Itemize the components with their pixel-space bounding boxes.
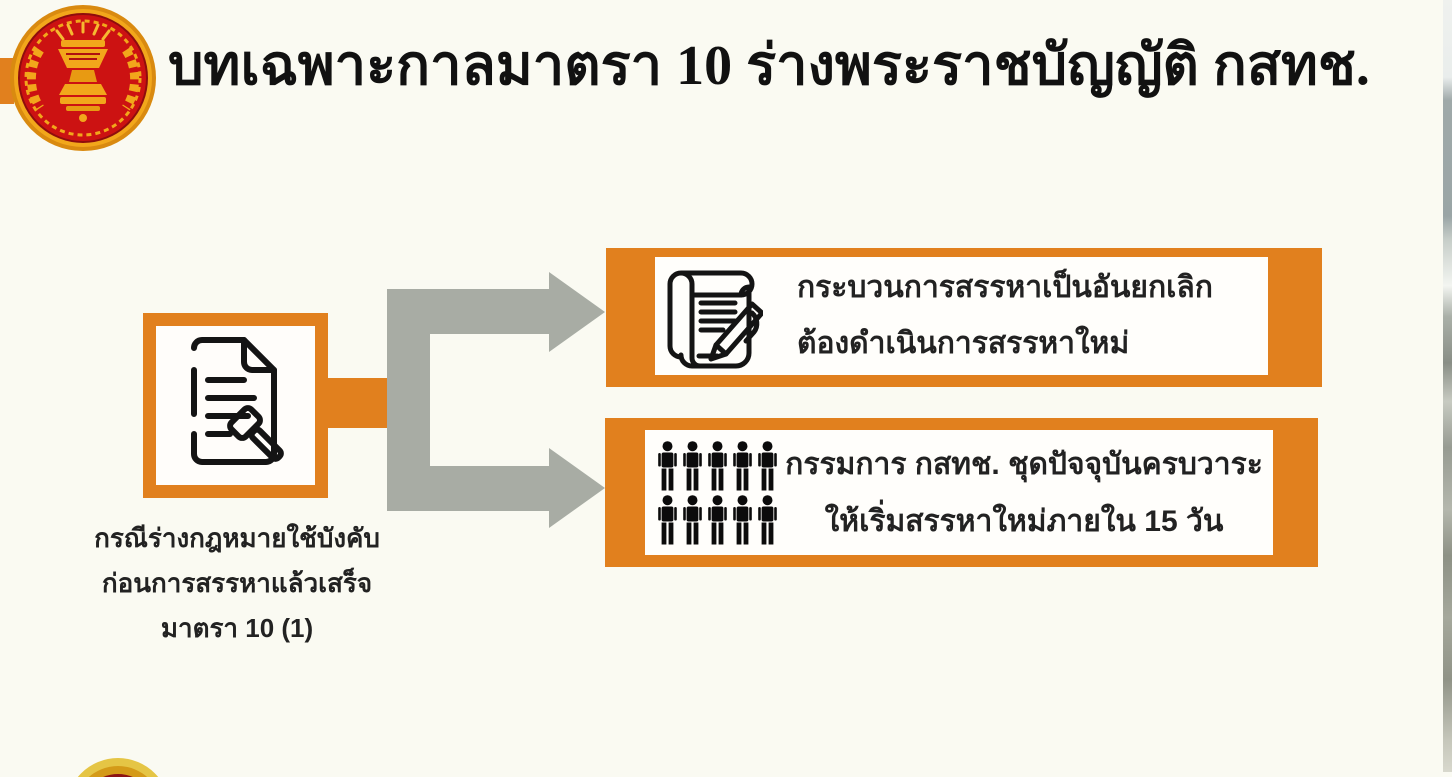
person-icon: [732, 441, 753, 491]
people-grid: [657, 441, 779, 545]
person-icon: [682, 441, 703, 491]
person-icon: [682, 495, 703, 545]
notepad-pen-icon: [659, 263, 765, 369]
outcome-committee-text: กรรมการ กสทช. ชุดปัจจุบันครบวาระ ให้เริ่…: [785, 436, 1263, 550]
source-caption-line: กรณีร่างกฎหมายใช้บังคับ: [94, 523, 380, 553]
outcome-committee-line2: ให้เริ่มสรรหาใหม่ภายใน 15 วัน: [824, 504, 1224, 538]
person-icon: [707, 441, 728, 491]
fork-arrow-arm-top: [387, 289, 550, 334]
outcome-box-cancel-panel: กระบวนการสรรหาเป็นอันยกเลิก ต้องดำเนินกา…: [655, 257, 1268, 375]
outcome-cancel-line1: กระบวนการสรรหาเป็นอันยกเลิก: [797, 271, 1213, 304]
person-icon: [657, 441, 678, 491]
fork-arrow-arm-bottom: [387, 466, 550, 511]
page-title: บทเฉพาะกาลมาตรา 10 ร่างพระราชบัญญัติ กสท…: [168, 35, 1370, 97]
outcome-box-committee-panel: กรรมการ กสทช. ชุดปัจจุบันครบวาระ ให้เริ่…: [645, 430, 1273, 555]
arrowhead-bottom-icon: [549, 448, 605, 528]
outcome-cancel-text: กระบวนการสรรหาเป็นอันยกเลิก ต้องดำเนินกา…: [797, 260, 1213, 372]
source-caption: กรณีร่างกฎหมายใช้บังคับ ก่อนการสรรหาแล้ว…: [72, 516, 402, 651]
source-box: [143, 313, 328, 498]
outcome-committee-line1: กรรมการ กสทช. ชุดปัจจุบันครบวาระ: [785, 447, 1263, 481]
document-gavel-icon: [190, 336, 284, 465]
outcome-box-committee: กรรมการ กสทช. ชุดปัจจุบันครบวาระ ให้เริ่…: [605, 418, 1318, 567]
person-icon: [707, 495, 728, 545]
flow-connector: [328, 378, 390, 428]
parliament-seal-partial-icon: [77, 758, 159, 777]
outcome-box-cancel: กระบวนการสรรหาเป็นอันยกเลิก ต้องดำเนินกา…: [606, 248, 1322, 387]
video-edge-strip: [1443, 0, 1452, 772]
person-icon: [657, 495, 678, 545]
person-icon: [757, 495, 778, 545]
source-caption-line: มาตรา 10 (1): [160, 613, 314, 643]
source-caption-line: ก่อนการสรรหาแล้วเสร็จ: [101, 568, 373, 598]
parliament-seal-icon: [10, 5, 156, 151]
outcome-cancel-line2: ต้องดำเนินการสรรหาใหม่: [797, 327, 1130, 360]
arrowhead-top-icon: [549, 272, 605, 352]
person-icon: [732, 495, 753, 545]
person-icon: [757, 441, 778, 491]
